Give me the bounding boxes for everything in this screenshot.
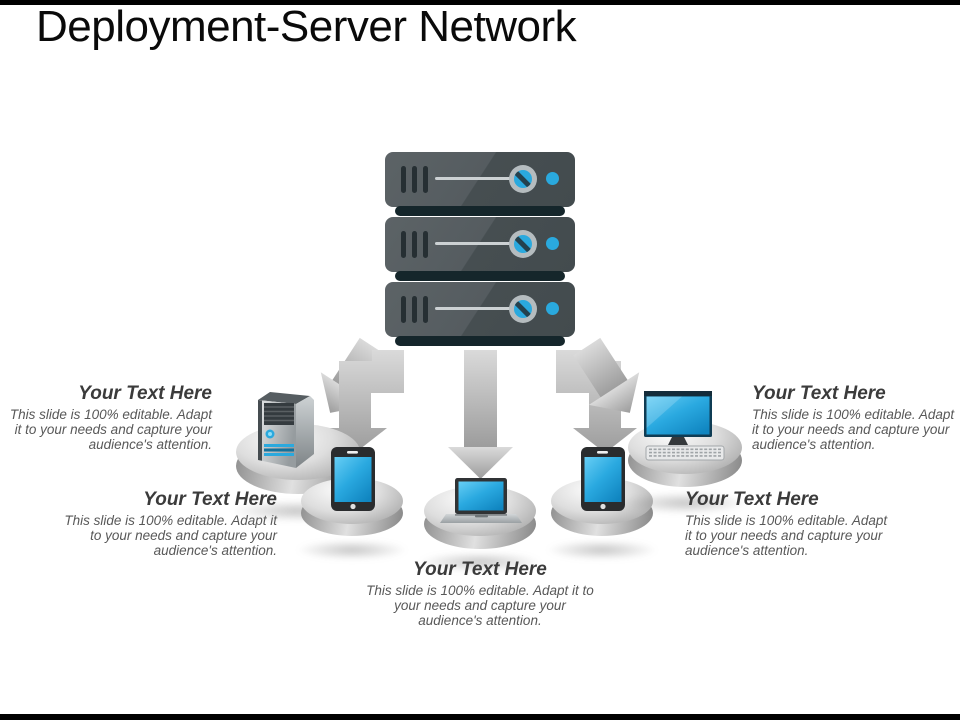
callout-smartphone-right: Your Text Here This slide is 100% editab…: [685, 489, 897, 558]
platform-shadow: [546, 540, 658, 560]
callout-body: This slide is 100% editable. Adapt it to…: [64, 513, 277, 559]
server-unit: [385, 152, 575, 216]
top-frame-bar: [0, 0, 960, 5]
platform-shadow: [622, 492, 748, 514]
vent-slot-icon: [412, 166, 417, 193]
led-dot-icon: [546, 302, 559, 315]
callout-smartphone-left: Your Text Here This slide is 100% editab…: [63, 489, 277, 558]
callout-body: This slide is 100% editable. Adapt it to…: [9, 407, 212, 453]
server-unit-face: [385, 217, 575, 272]
server-unit: [385, 282, 575, 346]
vent-slot-icon: [412, 296, 417, 323]
callout-body: This slide is 100% editable. Adapt it to…: [685, 513, 888, 559]
vent-slot-icon: [412, 231, 417, 258]
status-line: [435, 242, 521, 245]
vent-slot-icon: [401, 231, 406, 258]
callout-heading: Your Text Here: [78, 383, 212, 404]
page-title: Deployment-Server Network: [36, 2, 577, 51]
desktop-computer-icon: [644, 391, 725, 461]
arrow-to-desktop-icon: [573, 337, 640, 413]
platform-shadow: [296, 540, 408, 560]
server-unit-face: [385, 282, 575, 337]
server-unit-base: [395, 336, 565, 346]
led-dot-icon: [546, 237, 559, 250]
callout-heading: Your Text Here: [685, 489, 819, 510]
server-stack: [385, 152, 575, 352]
power-knob-icon: [509, 295, 537, 323]
server-unit-base: [395, 206, 565, 216]
callout-body: This slide is 100% editable. Adapt it to…: [752, 407, 955, 453]
led-dot-icon: [546, 172, 559, 185]
power-knob-icon: [509, 165, 537, 193]
bottom-frame-bar: [0, 714, 960, 720]
status-line: [435, 177, 521, 180]
vent-slot-icon: [401, 296, 406, 323]
callout-heading: Your Text Here: [143, 489, 277, 510]
callout-heading: Your Text Here: [752, 383, 886, 404]
callout-laptop: Your Text Here This slide is 100% editab…: [363, 559, 597, 628]
smartphone-icon: [581, 447, 625, 511]
vent-slot-icon: [423, 231, 428, 258]
arrow-to-laptop-icon: [448, 350, 513, 479]
server-unit: [385, 217, 575, 281]
server-unit-base: [395, 271, 565, 281]
callout-body: This slide is 100% editable. Adapt it to…: [366, 583, 594, 629]
tower-pc-icon: [258, 392, 314, 468]
callout-desktop-computer: Your Text Here This slide is 100% editab…: [752, 383, 960, 452]
callout-server-tower: Your Text Here This slide is 100% editab…: [0, 383, 212, 452]
server-unit-face: [385, 152, 575, 207]
arrow-to-left-phone-icon: [323, 350, 404, 453]
power-knob-icon: [509, 230, 537, 258]
vent-slot-icon: [423, 166, 428, 193]
smartphone-icon: [331, 447, 375, 511]
vent-slot-icon: [401, 166, 406, 193]
platform-shadow: [418, 552, 542, 572]
vent-slot-icon: [423, 296, 428, 323]
status-line: [435, 307, 521, 310]
callout-heading: Your Text Here: [413, 559, 547, 580]
laptop-icon: [440, 478, 522, 523]
